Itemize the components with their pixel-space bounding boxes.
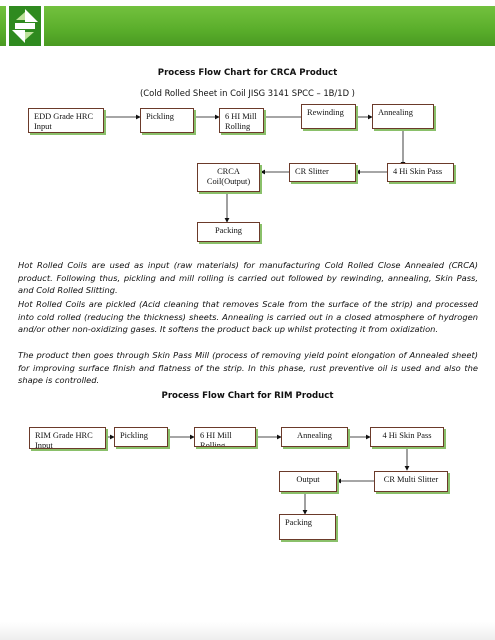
paragraph-2: Hot Rolled Coils are pickled (Acid clean… [18, 299, 478, 335]
rim-chart-title: Process Flow Chart for RIM Product [161, 391, 334, 401]
crca-box-slitter: CR Slitter [289, 163, 356, 182]
crca-box-rewinding: Rewinding [301, 104, 356, 129]
rim-box-skin-pass: 4 Hi Skin Pass [370, 427, 444, 447]
page-footer [0, 622, 495, 640]
crca-box-coil-output: CRCA Coil(Output) [197, 163, 260, 192]
crca-box-annealing: Annealing [372, 104, 434, 129]
rim-box-slitter: CR Multi Slitter [374, 471, 448, 492]
crca-box-packing: Packing [197, 222, 260, 242]
page-header [0, 0, 495, 52]
rim-box-annealing: Annealing [281, 427, 348, 447]
paragraph-1: Hot Rolled Coils are used as input (raw … [18, 260, 478, 296]
rim-box-output: Output [279, 471, 337, 492]
crca-box-input: EDD Grade HRC Input [28, 108, 104, 133]
crca-box-mill: 6 HI Mill Rolling [219, 108, 264, 133]
crca-chart-title: Process Flow Chart for CRCA Product [157, 68, 338, 78]
rim-box-pickling: Pickling [114, 427, 168, 447]
rim-box-packing: Packing [279, 514, 336, 540]
rim-box-mill: 6 HI Mill Rolling [194, 427, 256, 447]
company-logo-icon [6, 3, 44, 49]
rim-box-input: RIM Grade HRC Input [29, 427, 106, 449]
header-band [0, 6, 495, 46]
crca-box-pickling: Pickling [140, 108, 194, 133]
paragraph-3: The product then goes through Skin Pass … [18, 350, 478, 386]
crca-box-skin-pass: 4 Hi Skin Pass [387, 163, 454, 182]
crca-chart-subtitle: (Cold Rolled Sheet in Coil JISG 3141 SPC… [140, 88, 355, 98]
